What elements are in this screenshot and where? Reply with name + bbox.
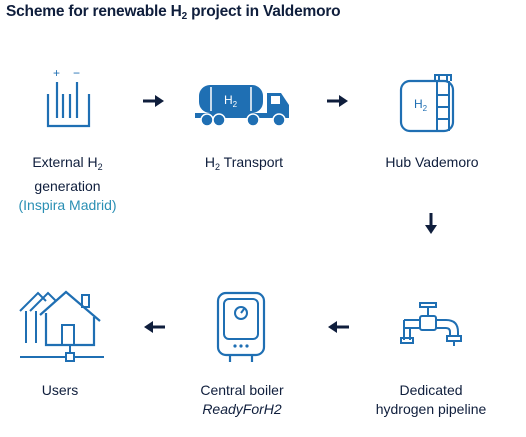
arrow-down bbox=[425, 213, 437, 234]
generation-label: External H2 generation (Inspira Madrid) bbox=[18, 154, 117, 213]
houses-icon bbox=[19, 290, 104, 362]
arrow-right-2 bbox=[327, 95, 348, 107]
transport-label: H2 Transport bbox=[204, 154, 284, 172]
plus-sign: + bbox=[53, 68, 60, 80]
arrow-right-1 bbox=[143, 95, 164, 107]
storage-tank-icon: H2 bbox=[399, 74, 455, 133]
tanker-truck-icon: H2 bbox=[195, 85, 289, 127]
minus-sign: − bbox=[73, 68, 80, 80]
arrow-left-1 bbox=[144, 321, 165, 333]
hub-label: Hub Vademoro bbox=[385, 154, 479, 170]
diagram-title: Scheme for renewable H2 project in Valde… bbox=[6, 3, 341, 22]
users-label: Users bbox=[41, 382, 79, 398]
pipe-valve-icon bbox=[400, 302, 462, 346]
boiler-label: Central boiler ReadyForH2 bbox=[200, 382, 284, 417]
pipeline-label: Dedicated hydrogen pipeline bbox=[375, 382, 487, 417]
arrow-left-2 bbox=[328, 321, 349, 333]
storage-h2-label: H2 bbox=[414, 97, 428, 113]
electrolysis-icon: + − bbox=[46, 68, 91, 128]
boiler-icon bbox=[216, 291, 266, 362]
tank-h2-label: H2 bbox=[224, 93, 238, 109]
